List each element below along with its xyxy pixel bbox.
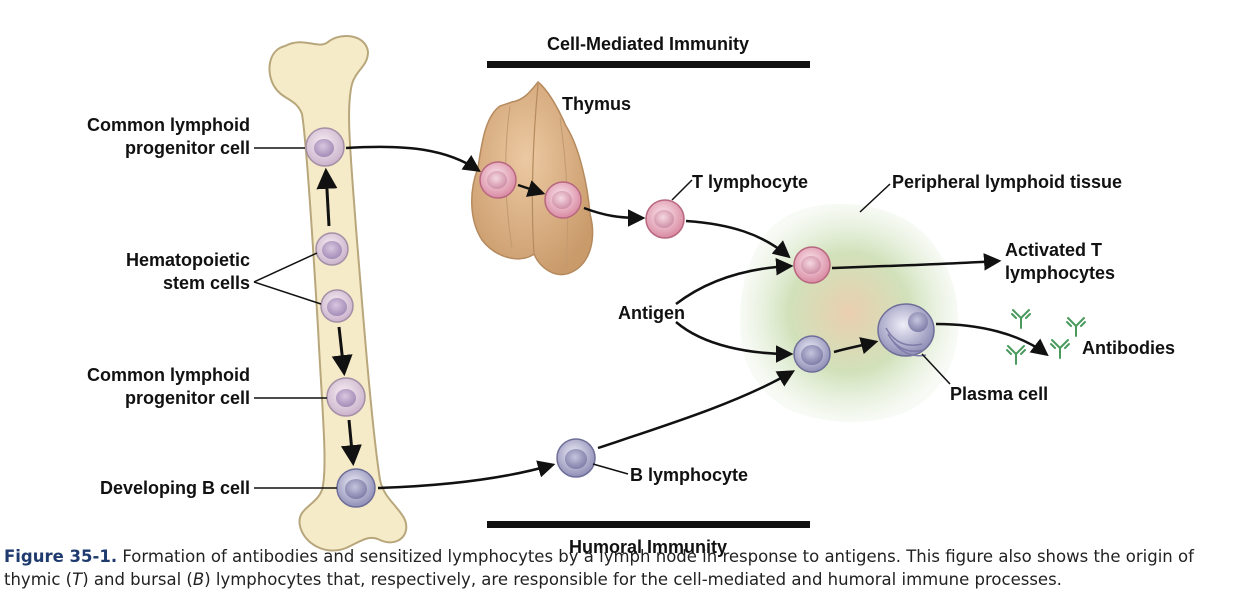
bone-cell-stem-2 bbox=[320, 289, 354, 323]
humoral-bar bbox=[487, 521, 810, 528]
cell-mediated-bar bbox=[487, 61, 810, 68]
leader-peripheral bbox=[859, 183, 891, 213]
label-peripheral: Peripheral lymphoid tissue bbox=[892, 172, 1122, 192]
bone-cell-clp-top bbox=[305, 127, 345, 167]
thymus-illustration bbox=[471, 80, 594, 276]
label-thymus: Thymus bbox=[562, 94, 631, 114]
tissue-b-cell bbox=[793, 335, 831, 373]
leader-hsc-1 bbox=[253, 252, 318, 283]
caption-b-italic: B bbox=[192, 570, 205, 589]
caption-line2-b: ) and bursal ( bbox=[82, 570, 193, 589]
thymus-cell-1 bbox=[479, 161, 517, 199]
arrow-plasma-to-antibodies bbox=[935, 322, 1049, 357]
arrow-to-developing-b bbox=[340, 419, 362, 467]
leader-t-lymphocyte bbox=[671, 179, 693, 201]
bone-cell-stem-1 bbox=[315, 232, 349, 266]
leader-b-lymphocyte bbox=[592, 463, 629, 475]
caption-line2-a: thymic ( bbox=[4, 570, 73, 589]
arrow-clp-to-thymus bbox=[345, 145, 481, 172]
figure-caption: Figure 35-1. Formation of antibodies and… bbox=[4, 545, 1254, 591]
bone-cell-developing-b bbox=[336, 468, 376, 508]
label-antibodies: Antibodies bbox=[1082, 338, 1175, 358]
thymus-cell-2 bbox=[544, 181, 582, 219]
plasma-cell bbox=[877, 303, 935, 357]
caption-line1: Formation of antibodies and sensitized l… bbox=[122, 547, 1194, 566]
label-plasma: Plasma cell bbox=[950, 384, 1048, 404]
arrow-stem-up bbox=[316, 167, 338, 227]
label-hsc-line2: stem cells bbox=[163, 273, 250, 293]
arrow-thymus-to-t bbox=[583, 206, 646, 227]
label-t-lymphocyte: T lymphocyte bbox=[692, 172, 808, 192]
tissue-t-cell bbox=[793, 246, 831, 284]
arrow-antigen-to-t bbox=[675, 257, 794, 305]
label-clp-bottom-line2: progenitor cell bbox=[125, 388, 250, 408]
t-lymphocyte-cell bbox=[645, 199, 685, 239]
arrow-stem-down bbox=[331, 326, 353, 377]
arrow-b-to-tissue bbox=[597, 370, 796, 450]
leader-hsc-2 bbox=[253, 281, 322, 305]
cell-mediated-title: Cell-Mediated Immunity bbox=[547, 34, 749, 54]
arrow-b-to-plasma bbox=[833, 337, 879, 355]
figure-number: Figure 35-1. bbox=[4, 547, 118, 566]
caption-t-italic: T bbox=[72, 570, 83, 589]
label-antigen: Antigen bbox=[618, 303, 685, 323]
arrow-antigen-to-b bbox=[675, 321, 794, 363]
label-clp-top-line2: progenitor cell bbox=[125, 138, 250, 158]
arrow-activated-t bbox=[831, 253, 1002, 271]
b-lymphocyte-cell bbox=[556, 438, 596, 478]
label-activated-line2: lymphocytes bbox=[1005, 263, 1115, 283]
label-clp-top-line1: Common lymphoid bbox=[87, 115, 250, 135]
label-clp-bottom-line1: Common lymphoid bbox=[87, 365, 250, 385]
caption-line2-c: ) lymphocytes that, respectively, are re… bbox=[204, 570, 1062, 589]
label-activated-line1: Activated T bbox=[1005, 240, 1102, 260]
arrow-developing-b-to-b bbox=[377, 460, 556, 490]
arrow-thymus-internal bbox=[517, 180, 546, 197]
leader-plasma bbox=[921, 353, 951, 385]
humoral-title: Humoral Immunity bbox=[569, 537, 727, 557]
label-developing-b: Developing B cell bbox=[100, 478, 250, 498]
antibody-icon bbox=[1006, 309, 1086, 365]
arrow-t-to-tissue bbox=[685, 219, 791, 259]
bone-cell-clp-bottom bbox=[326, 377, 366, 417]
label-hsc-line1: Hematopoietic bbox=[126, 250, 250, 270]
label-b-lymphocyte: B lymphocyte bbox=[630, 465, 748, 485]
